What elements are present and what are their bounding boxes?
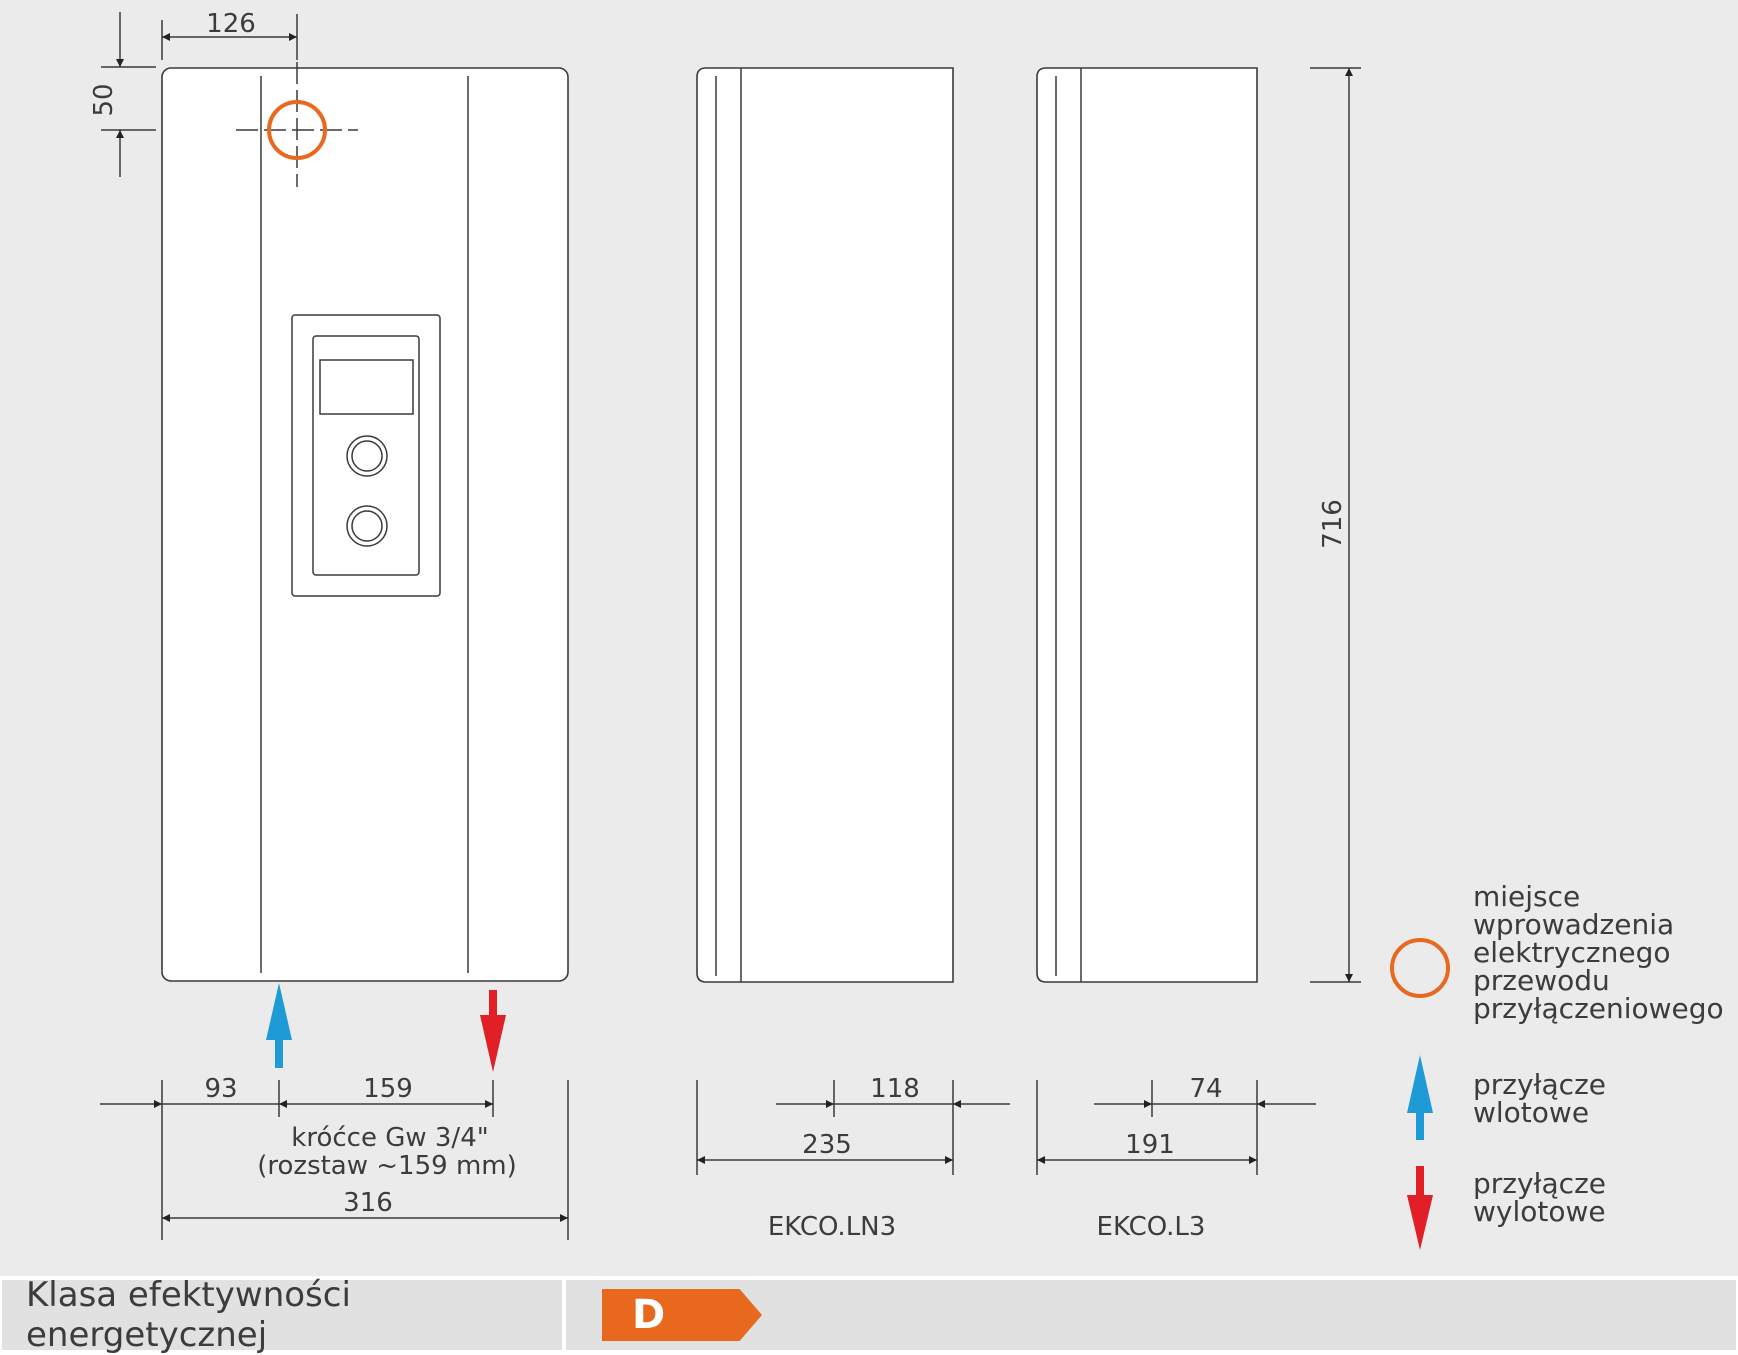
dim-74-text: 74 <box>1189 1074 1222 1104</box>
dim-316-text: 316 <box>343 1188 393 1218</box>
legend-inlet-line: wlotowe <box>1473 1096 1589 1129</box>
control-panel-inner <box>312 335 420 576</box>
front-housing <box>161 67 569 982</box>
dim-159-text: 159 <box>363 1074 413 1104</box>
knob-upper <box>346 435 388 477</box>
control-panel-frame <box>291 314 441 597</box>
pipes-note-line2: (rozstaw ~159 mm) <box>257 1151 517 1181</box>
display-window <box>319 359 414 415</box>
dim-l3: 74 191 EKCO.L3 <box>1036 1074 1316 1242</box>
dim-716-text: 716 <box>1318 499 1348 549</box>
side-view-ln3 <box>696 67 954 983</box>
legend-outlet-line: przyłącze <box>1473 1167 1606 1200</box>
blue-arrow-up-icon <box>1407 1055 1433 1140</box>
ln3-label: EKCO.LN3 <box>768 1212 896 1242</box>
outlet-arrow-icon <box>480 990 506 1072</box>
energy-class-value-cell: D <box>566 1280 1736 1350</box>
knob-lower <box>346 505 388 547</box>
cable-entry-marker <box>267 100 327 160</box>
legend-electric-line: miejsce <box>1473 880 1580 913</box>
ln3-housing <box>696 67 954 983</box>
dim-126-text: 126 <box>206 9 256 39</box>
legend-outlet: przyłącze wylotowe <box>1473 1167 1615 1228</box>
legend: miejsce wprowadzenia elektrycznego przew… <box>1390 880 1724 1250</box>
front-view <box>161 62 569 1072</box>
l3-housing <box>1036 67 1258 983</box>
dim-ln3: 118 235 EKCO.LN3 <box>696 1074 1010 1242</box>
inlet-arrow-icon <box>266 983 292 1068</box>
side-view-l3 <box>1036 67 1258 983</box>
energy-class-badge: D <box>602 1289 762 1341</box>
legend-electric-line: przyłączeniowego <box>1473 992 1724 1025</box>
drawing-area: 126 50 93 159 króćce Gw 3/4" (rozstaw ~1… <box>0 0 1738 1276</box>
dim-height: 716 <box>1310 67 1361 983</box>
dim-191-text: 191 <box>1125 1130 1175 1160</box>
dim-235-text: 235 <box>802 1130 852 1160</box>
dim-front-bottom: 93 159 króćce Gw 3/4" (rozstaw ~159 mm) … <box>100 1074 569 1240</box>
legend-inlet-line: przyłącze <box>1473 1068 1606 1101</box>
cable-entry-crosshair <box>236 62 358 187</box>
dim-118-text: 118 <box>870 1074 920 1104</box>
dim-93-text: 93 <box>204 1074 237 1104</box>
energy-class-label: Klasa efektywności energetycznej <box>2 1275 562 1355</box>
dim-top-offset-y: 50 <box>89 12 156 177</box>
red-arrow-down-icon <box>1407 1166 1433 1250</box>
legend-inlet: przyłącze wlotowe <box>1473 1068 1615 1129</box>
dim-top-offset-x: 126 <box>161 9 298 60</box>
energy-class-bar: Klasa efektywności energetycznej D <box>0 1275 1738 1355</box>
pipes-note-line1: króćce Gw 3/4" <box>291 1123 488 1153</box>
orange-circle-icon <box>1390 938 1450 998</box>
legend-outlet-line: wylotowe <box>1473 1195 1606 1228</box>
energy-class-letter: D <box>632 1292 666 1338</box>
legend-electric-entry: miejsce wprowadzenia elektrycznego przew… <box>1473 880 1724 1025</box>
legend-electric-line: przewodu <box>1473 964 1610 997</box>
legend-electric-line: elektrycznego <box>1473 936 1670 969</box>
technical-drawing: 126 50 93 159 króćce Gw 3/4" (rozstaw ~1… <box>89 9 1724 1250</box>
l3-label: EKCO.L3 <box>1097 1212 1206 1242</box>
legend-electric-line: wprowadzenia <box>1473 908 1674 941</box>
dim-50-text: 50 <box>89 83 119 116</box>
